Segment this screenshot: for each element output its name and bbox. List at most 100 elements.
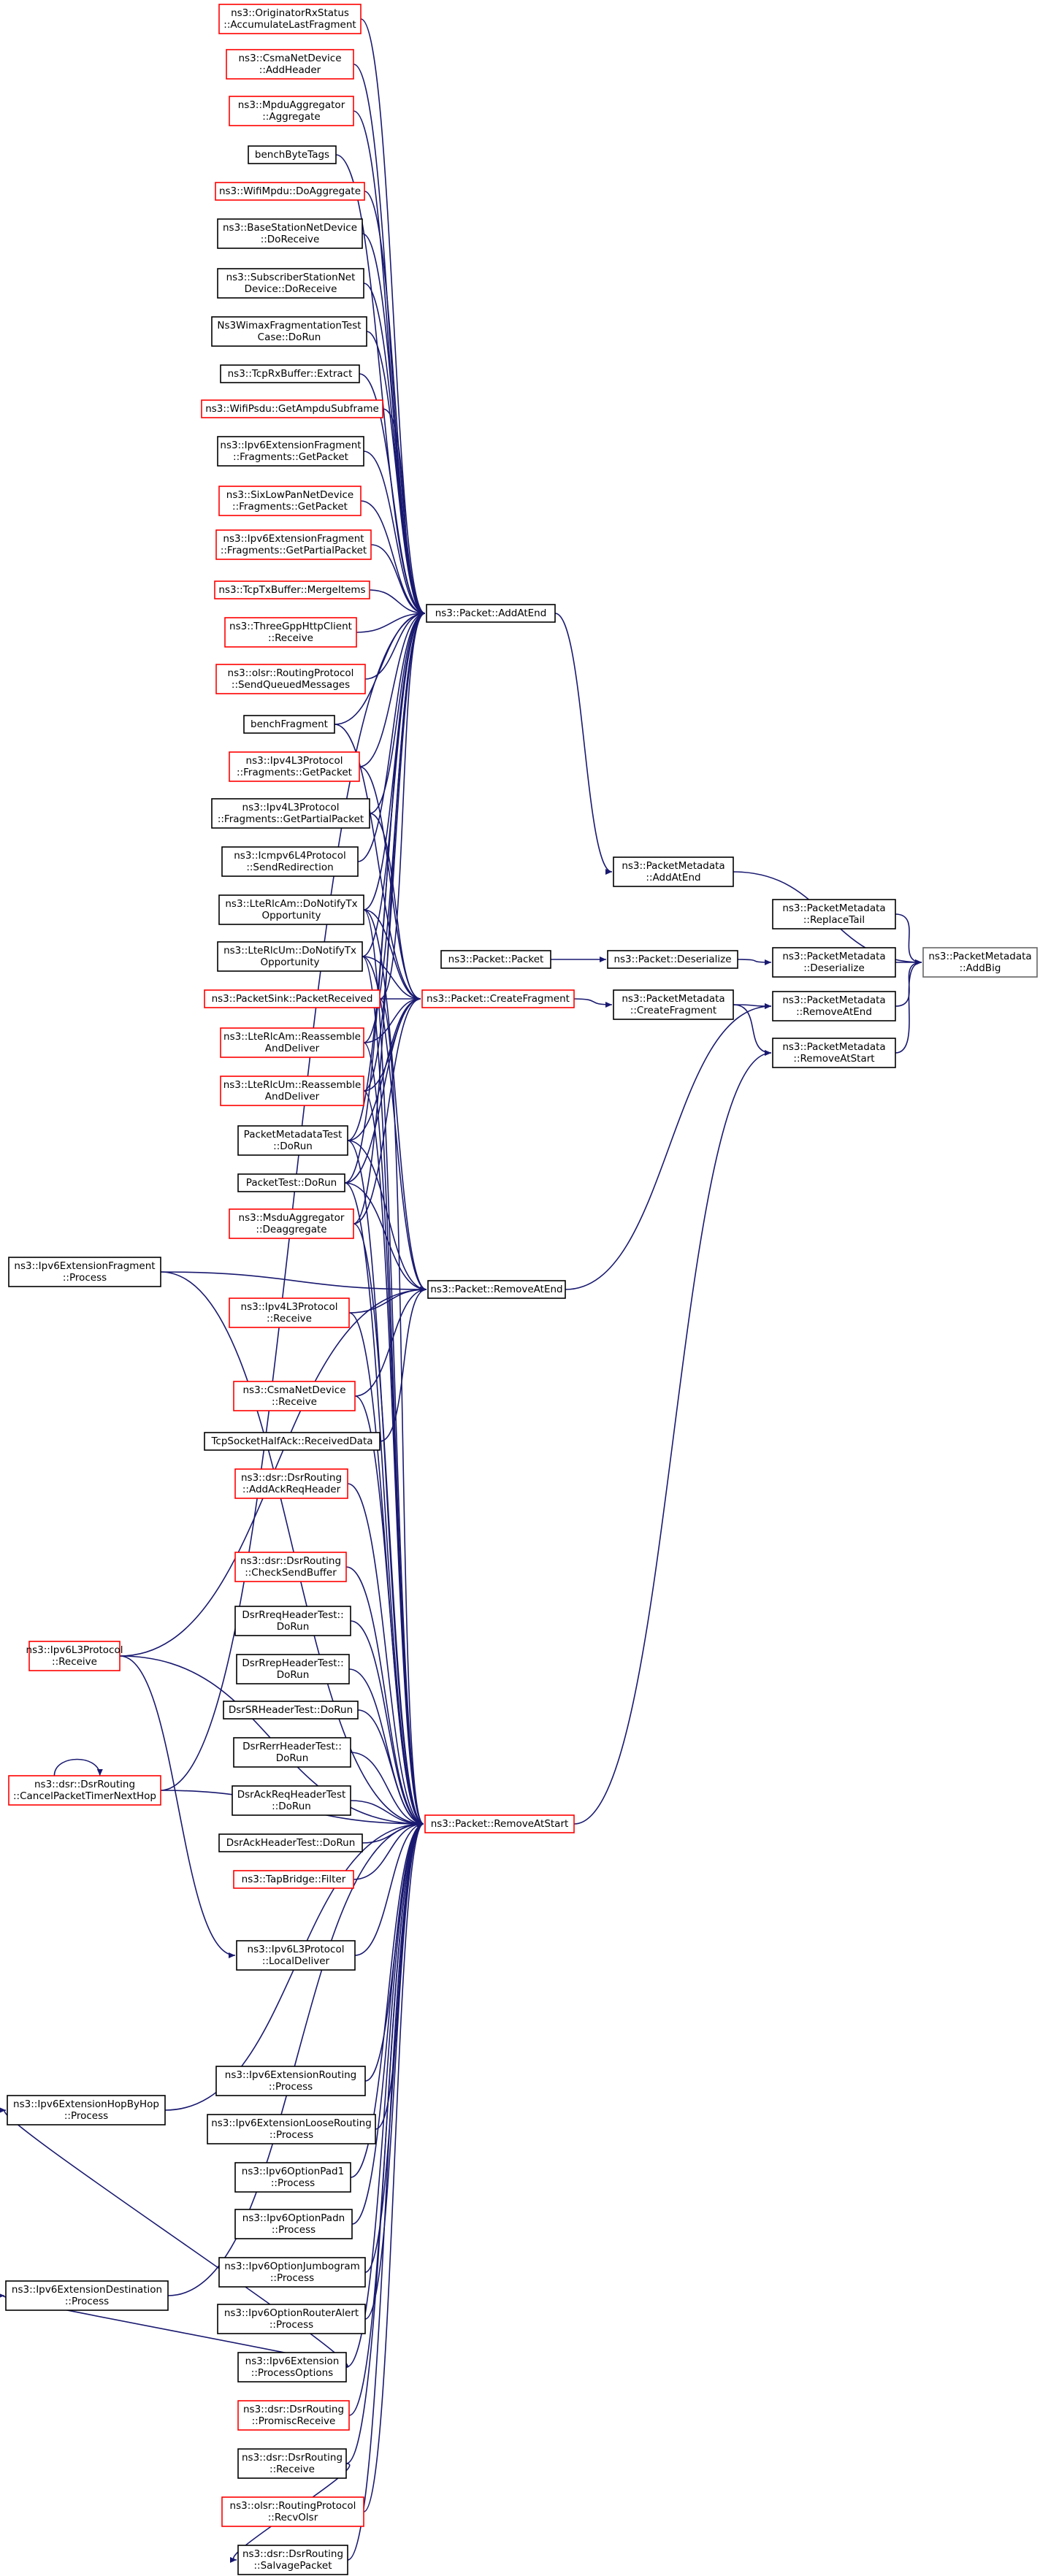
node-n14[interactable]: ns3::TcpTxBuffer::MergeItems [214, 580, 370, 599]
node-n64[interactable]: ns3::PacketMetadata::AddAtEnd [613, 856, 734, 887]
node-n67[interactable]: ns3::PacketMetadata::Deserialize [772, 947, 896, 978]
node-n66[interactable]: ns3::PacketMetadata::ReplaceTail [772, 899, 896, 929]
node-n11[interactable]: ns3::Ipv6ExtensionFragment::Fragments::G… [217, 436, 364, 467]
node-n2[interactable]: ns3::CsmaNetDevice::AddHeader [226, 49, 354, 80]
node-n69[interactable]: ns3::PacketMetadata::RemoveAtEnd [772, 991, 896, 1021]
node-n4[interactable]: benchByteTags [248, 145, 337, 164]
node-label-line: ns3::Packet::Deserialize [613, 954, 731, 965]
node-n27[interactable]: PacketTest::DoRun [237, 1173, 345, 1192]
node-n28[interactable]: ns3::MsduAggregator::Deaggregate [229, 1208, 354, 1239]
node-n19[interactable]: ns3::Ipv4L3Protocol::Fragments::GetParti… [211, 798, 370, 829]
node-n65[interactable]: ns3::PacketMetadata::CreateFragment [613, 989, 734, 1020]
node-n42[interactable]: ns3::Ipv6L3Protocol::Receive [26, 1641, 123, 1671]
node-n38[interactable]: DsrRerrHeaderTest::DoRun [233, 1737, 351, 1768]
node-label-line: ::Process [269, 2129, 313, 2141]
node-n54[interactable]: ns3::dsr::DsrRouting::PromiscReceive [237, 2400, 350, 2431]
node-n1[interactable]: ns3::OriginatorRxStatus::AccumulateLastF… [218, 4, 362, 34]
node-n33[interactable]: ns3::dsr::DsrRouting::AddAckReqHeader [234, 1468, 348, 1499]
node-n10[interactable]: ns3::WifiPsdu::GetAmpduSubframe [201, 399, 383, 418]
node-n34[interactable]: ns3::dsr::DsrRouting::CheckSendBuffer [234, 1552, 347, 1582]
node-box [237, 2352, 347, 2383]
node-n62[interactable]: ns3::Packet::Packet [440, 950, 551, 969]
node-n53[interactable]: ns3::Ipv6Extension::ProcessOptions [237, 2352, 347, 2383]
node-n13[interactable]: ns3::Ipv6ExtensionFragment::Fragments::G… [215, 529, 372, 560]
node-n17[interactable]: benchFragment [243, 715, 335, 734]
edge-n14-n58 [369, 589, 426, 616]
node-n31[interactable]: ns3::CsmaNetDevice::Receive [233, 1381, 356, 1411]
node-box [243, 715, 335, 734]
node-n59[interactable]: ns3::Packet::CreateFragment [421, 989, 575, 1008]
node-n49[interactable]: ns3::Ipv6OptionPadn::Process [234, 2209, 353, 2239]
edge-n17-n59 [334, 724, 421, 1002]
edge-n1-n58 [360, 18, 426, 616]
node-n46[interactable]: ns3::Ipv6ExtensionRouting::Process [215, 2066, 366, 2096]
node-n26[interactable]: PacketMetadataTest::DoRun [237, 1125, 348, 1156]
edge-n55-n61 [345, 1821, 424, 2464]
node-label-line: ns3::PacketMetadata [782, 1041, 885, 1053]
node-label-line: ns3::Ipv6OptionPadn [242, 2212, 345, 2224]
node-n16[interactable]: ns3::olsr::RoutingProtocol::SendQueuedMe… [215, 664, 366, 694]
node-n29[interactable]: ns3::Ipv6ExtensionFragment::Process [8, 1257, 161, 1287]
node-box [218, 4, 362, 34]
edge-n18-n58 [359, 610, 426, 767]
node-n30[interactable]: ns3::Ipv4L3Protocol::Receive [229, 1297, 350, 1328]
node-n3[interactable]: ns3::MpduAggregator::Aggregate [229, 96, 354, 126]
node-n37[interactable]: DsrSRHeaderTest::DoRun [223, 1701, 359, 1720]
node-n60[interactable]: ns3::Packet::RemoveAtEnd [427, 1280, 566, 1299]
edge-n26-n60 [347, 1140, 427, 1292]
node-n20[interactable]: ns3::Icmpv6L4Protocol::SendRedirection [221, 846, 359, 877]
node-n43[interactable]: ns3::dsr::DsrRouting::CancelPacketTimerN… [8, 1775, 161, 1806]
node-label-line: ::DoReceive [261, 234, 320, 245]
node-n40[interactable]: DsrAckHeaderTest::DoRun [218, 1833, 363, 1852]
node-n48[interactable]: ns3::Ipv6OptionPad1::Process [234, 2162, 351, 2193]
node-n45[interactable]: ns3::Ipv6ExtensionHopByHop::Process [7, 2095, 166, 2125]
node-n36[interactable]: DsrRrepHeaderTest::DoRun [236, 1654, 350, 1684]
node-n51[interactable]: ns3::Ipv6OptionRouterAlert::Process [217, 2304, 366, 2334]
node-n47[interactable]: ns3::Ipv6ExtensionLooseRouting::Process [207, 2114, 376, 2144]
node-n70[interactable]: ns3::PacketMetadata::RemoveAtStart [772, 1038, 896, 1068]
node-label-line: ns3::PacketMetadata [622, 993, 724, 1005]
node-n12[interactable]: ns3::SixLowPanNetDevice::Fragments::GetP… [218, 486, 362, 516]
node-n58[interactable]: ns3::Packet::AddAtEnd [426, 604, 556, 623]
node-box [613, 989, 734, 1020]
node-n23[interactable]: ns3::PacketSink::PacketReceived [204, 989, 381, 1008]
node-n68[interactable]: ns3::PacketMetadata::AddBig [922, 947, 1038, 978]
node-label-line: ns3::Packet::AddAtEnd [435, 607, 547, 619]
node-box [5, 2280, 169, 2311]
node-n9[interactable]: ns3::TcpRxBuffer::Extract [220, 364, 360, 383]
node-label-line: ::Receive [268, 632, 313, 644]
node-label-line: ::CheckSendBuffer [245, 1567, 337, 1579]
nodes-layer: ns3::OriginatorRxStatus::AccumulateLastF… [5, 4, 1038, 2575]
node-n35[interactable]: DsrRreqHeaderTest::DoRun [234, 1606, 351, 1636]
node-n5[interactable]: ns3::WifiMpdu::DoAggregate [215, 182, 365, 201]
node-label-line: ns3::Ipv4L3Protocol [241, 1301, 338, 1313]
node-label-line: ::Receive [269, 2464, 315, 2475]
node-n6[interactable]: ns3::BaseStationNetDevice::DoReceive [217, 218, 363, 249]
node-n57[interactable]: ns3::dsr::DsrRouting::SalvagePacket [237, 2545, 348, 2575]
node-n56[interactable]: ns3::olsr::RoutingProtocol::RecvOlsr [221, 2496, 364, 2527]
edge-n21-n60 [363, 909, 427, 1292]
node-box [248, 145, 337, 164]
node-n52[interactable]: ns3::Ipv6ExtensionDestination::Process [5, 2280, 169, 2311]
node-n39[interactable]: DsrAckReqHeaderTest::DoRun [232, 1785, 351, 1816]
node-n55[interactable]: ns3::dsr::DsrRouting::Receive [237, 2448, 347, 2479]
edge-n9-n58 [359, 373, 426, 616]
node-box [214, 580, 370, 599]
node-n18[interactable]: ns3::Ipv4L3Protocol::Fragments::GetPacke… [229, 751, 360, 782]
node-n50[interactable]: ns3::Ipv6OptionJumbogram::Process [218, 2257, 366, 2288]
node-label-line: ::Process [270, 2272, 314, 2284]
node-n32[interactable]: TcpSocketHalfAck::ReceivedData [204, 1432, 381, 1451]
node-n44[interactable]: ns3::Ipv6L3Protocol::LocalDeliver [236, 1940, 356, 1971]
node-label-line: ns3::Ipv4L3Protocol [242, 802, 340, 813]
node-n7[interactable]: ns3::SubscriberStationNetDevice::DoRecei… [217, 268, 364, 299]
node-n61[interactable]: ns3::Packet::RemoveAtStart [424, 1814, 575, 1833]
node-n15[interactable]: ns3::ThreeGppHttpClient::Receive [224, 617, 357, 648]
node-label-line: ::Fragments::GetPacket [237, 767, 352, 778]
node-n41[interactable]: ns3::TapBridge::Filter [233, 1870, 354, 1889]
node-n63[interactable]: ns3::Packet::Deserialize [607, 950, 738, 969]
